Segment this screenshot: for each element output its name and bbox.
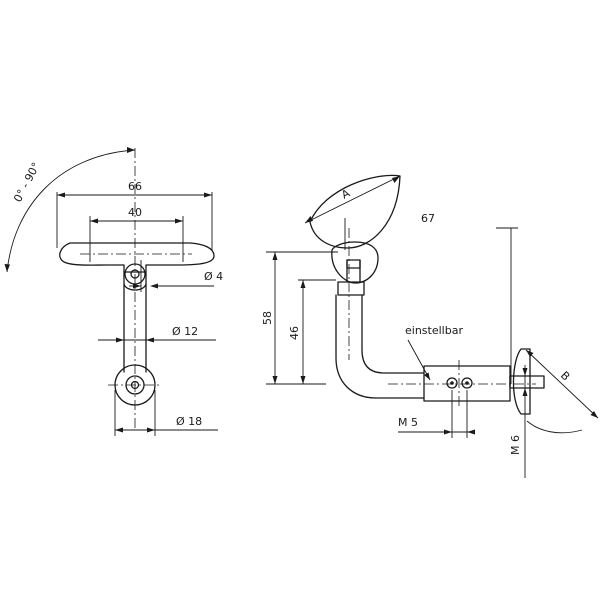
dim-label-m6: M 6 — [509, 435, 522, 455]
dim-label-dia18: Ø 18 — [176, 415, 202, 428]
side-view: A 67 58 46 einstellbar B M 5 — [261, 174, 599, 478]
dim-label-58: 58 — [261, 311, 274, 325]
dim-label-dia12: Ø 12 — [172, 325, 198, 338]
collar — [337, 281, 365, 296]
dim-line-a — [304, 175, 401, 224]
ball-joint — [331, 241, 379, 284]
dim-label-67: 67 — [421, 212, 435, 225]
dim-label-b: B — [558, 369, 572, 384]
dim-label-angle: 0° - 90° — [11, 160, 43, 204]
dim-label-46: 46 — [288, 326, 301, 340]
tube-outer — [335, 294, 425, 399]
saddle-plate — [59, 242, 215, 273]
dim-line-b — [525, 349, 599, 419]
joint-lower — [123, 283, 147, 291]
dim-label-dia4: Ø 4 — [204, 270, 223, 283]
wall-screw — [509, 375, 545, 389]
screw-2 — [461, 377, 473, 389]
dim-label-66: 66 — [128, 180, 142, 193]
dim-label-a: A — [339, 186, 352, 201]
tube-inner — [361, 294, 425, 374]
dim-label-40: 40 — [128, 206, 142, 219]
front-view: 66 40 Ø 4 Ø 12 Ø 18 0° - 90° — [4, 147, 223, 436]
wall-flange — [512, 348, 531, 415]
rotation-arc — [6, 149, 136, 273]
saddle-cup — [309, 174, 401, 249]
screw-1 — [446, 377, 458, 389]
note-adjustable: einstellbar — [405, 324, 463, 337]
leader-adjustable — [407, 339, 431, 381]
dim-label-m5: M 5 — [398, 416, 418, 429]
